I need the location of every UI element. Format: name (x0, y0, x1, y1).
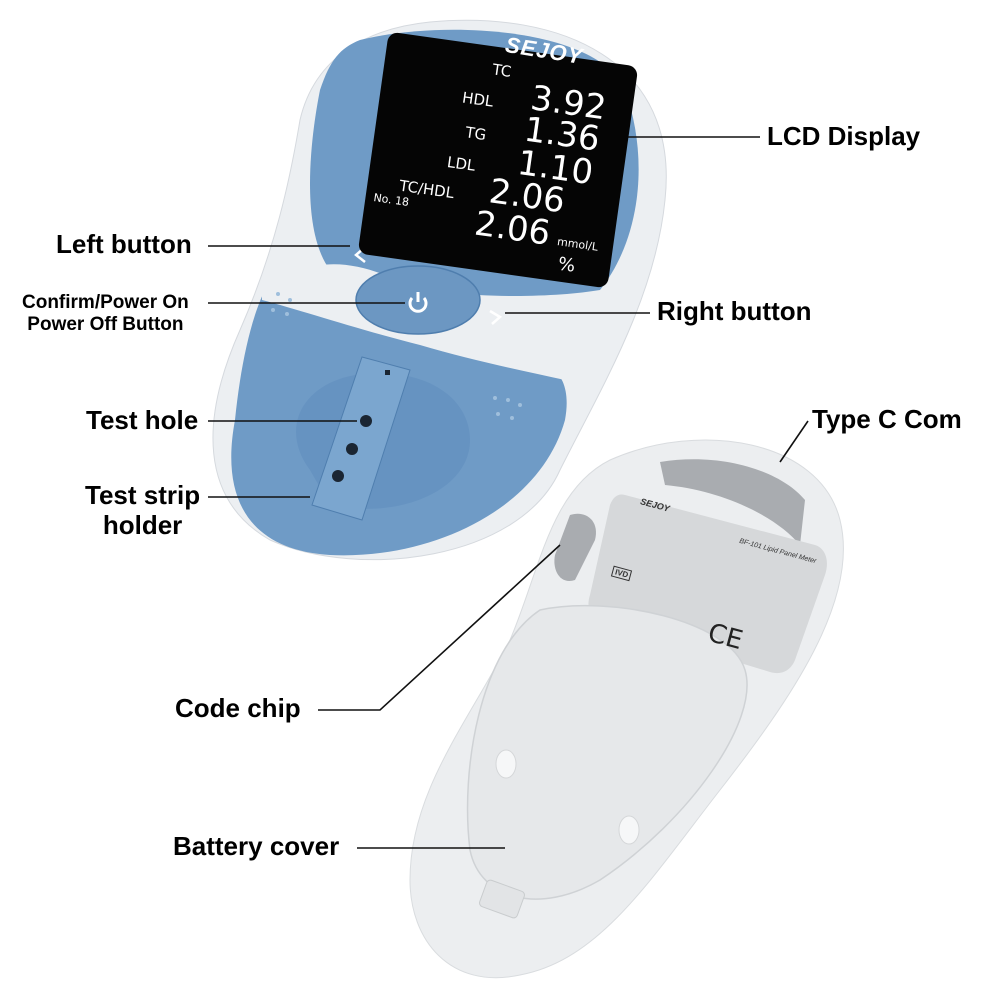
lcd-label-tc: TC (491, 60, 513, 81)
callout-confirm-power-line2: Power Off Button (27, 313, 184, 335)
lcd-label-ldl: LDL (445, 153, 477, 175)
callout-test-strip-holder: Test strip holder (85, 480, 201, 541)
callout-lines (208, 136, 809, 849)
back-device (409, 439, 844, 979)
callout-confirm-power: Confirm/Power On Power Off Button (22, 292, 189, 336)
callout-code-chip: Code chip (175, 693, 301, 723)
callout-battery-cover: Battery cover (173, 831, 340, 861)
callout-left-button: Left button (56, 229, 192, 259)
callout-type-c: Type C Com (812, 404, 962, 434)
callout-right-button: Right button (657, 296, 812, 326)
callout-lcd-display: LCD Display (767, 121, 921, 151)
lcd-screen: TC 3.92 HDL 1.36 TG 1.10 LDL 2.06 TC/HDL… (357, 31, 639, 289)
right-arrow-icon (489, 309, 503, 325)
callout-test-strip-holder-line2: holder (102, 509, 183, 540)
power-icon (408, 292, 428, 313)
callout-test-hole: Test hole (86, 405, 199, 435)
callout-confirm-power-line1: Confirm/Power On (22, 292, 189, 313)
callout-test-strip-holder-line1: Test strip (85, 480, 201, 510)
lcd-unit-mmol: mmol/L (556, 235, 599, 254)
lcd-label-tg: TG (464, 123, 488, 145)
lcd-label-hdl: HDL (461, 88, 495, 111)
lcd-unit-pct: % (556, 253, 577, 277)
